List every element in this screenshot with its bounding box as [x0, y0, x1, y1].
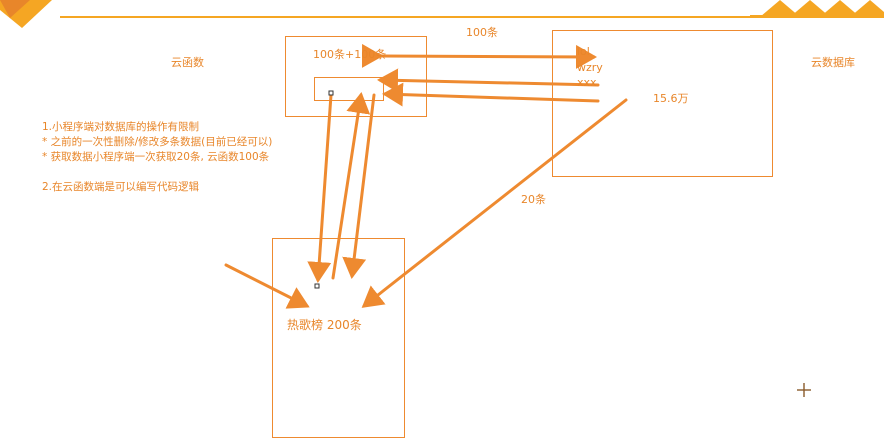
- hot-list-label: 热歌榜 200条: [287, 318, 362, 332]
- handle-top: [328, 90, 334, 96]
- note-gap: [42, 165, 272, 180]
- db-count-label: 15.6万: [653, 92, 689, 105]
- db-item-lol: lol: [577, 45, 590, 58]
- arrow-left-in: [224, 263, 310, 309]
- arrow-db-to-inner-1: [377, 68, 600, 93]
- notes-block: 1.小程序端对数据库的操作有限制 * 之前的一次性删除/修改多条数据(目前已经可…: [42, 120, 272, 195]
- arrow-db-to-inner-2: [382, 82, 600, 107]
- cloud-database-label: 云数据库: [811, 56, 855, 69]
- top-count-label: 100条: [466, 26, 498, 39]
- arrow-inner-down-1: [307, 93, 333, 283]
- arrow-hot-up: [331, 92, 371, 280]
- arrow-db-to-hot: [361, 98, 628, 308]
- header-decoration: [750, 0, 884, 18]
- db-item-xxx: xxx: [577, 76, 597, 89]
- note-line-2: * 之前的一次性删除/修改多条数据(目前已经可以): [42, 136, 273, 148]
- cloud-function-label: 云函数: [171, 56, 204, 69]
- cloud-database-box: [552, 30, 773, 177]
- note-line-3: * 获取数据小程序端一次获取20条, 云函数100条: [42, 151, 270, 163]
- inner-box: [314, 77, 384, 101]
- twenty-label: 20条: [521, 193, 546, 206]
- cloud-function-box: [285, 36, 427, 117]
- note-line-4: 2.在云函数端是可以编写代码逻辑: [42, 181, 200, 193]
- handle-bottom: [314, 283, 320, 289]
- note-line-1: 1.小程序端对数据库的操作有限制: [42, 121, 200, 133]
- logo-corner-icon: [0, 0, 52, 28]
- arrow-fn-to-db: [361, 43, 597, 69]
- crosshair-icon: [797, 383, 811, 397]
- db-item-wzry: wzry: [577, 61, 603, 74]
- box-label: 100条+100条: [313, 48, 387, 61]
- hot-list-box: [272, 238, 405, 438]
- arrow-inner-down-2: [342, 93, 376, 279]
